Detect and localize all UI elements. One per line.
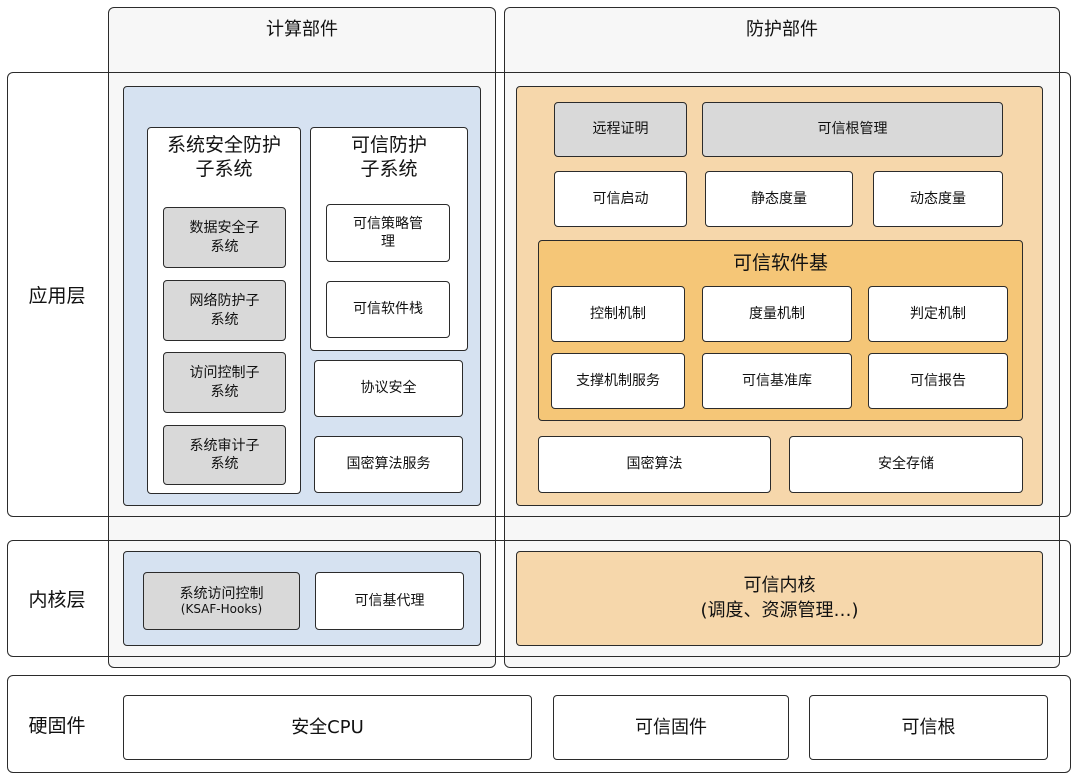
remote-attestation: 远程证明 (554, 102, 687, 157)
support-mechanism-service: 支撑机制服务 (551, 353, 685, 409)
compute-column-title: 计算部件 (266, 19, 338, 40)
root-of-trust: 可信根 (809, 695, 1048, 760)
kernel-layer-row (7, 540, 1071, 657)
static-measurement: 静态度量 (705, 171, 853, 227)
secure-storage: 安全存储 (789, 436, 1023, 493)
system-audit-subsystem: 系统审计子 系统 (163, 425, 286, 485)
data-security-subsystem: 数据安全子 系统 (163, 207, 286, 268)
trusted-software-base-title: 可信软件基 (732, 252, 828, 274)
root-of-trust-management: 可信根管理 (702, 102, 1003, 157)
protect-column-title: 防护部件 (746, 19, 818, 40)
system-access-control-label: 系统访问控制 (179, 585, 264, 602)
trusted-firmware: 可信固件 (553, 695, 789, 760)
control-mechanism: 控制机制 (551, 286, 685, 342)
trusted-base-agent: 可信基代理 (315, 572, 464, 630)
decision-mechanism: 判定机制 (868, 286, 1008, 342)
trusted-report: 可信报告 (868, 353, 1008, 409)
access-control-subsystem: 访问控制子 系统 (163, 352, 286, 413)
kernel-layer-label: 内核层 (28, 589, 86, 611)
trusted-policy-management: 可信策略管 理 (326, 204, 450, 262)
trusted-software-stack: 可信软件栈 (326, 281, 450, 338)
network-protection-subsystem: 网络防护子 系统 (163, 280, 286, 341)
firmware-layer-label: 硬固件 (28, 714, 86, 737)
system-access-control: 系统访问控制 (KSAF-Hooks) (143, 572, 300, 630)
application-layer-label: 应用层 (28, 285, 86, 307)
firmware-layer-row (7, 675, 1071, 773)
trusted-protection-subsystem-title: 可信防护 子系统 (350, 134, 427, 180)
system-security-subsystem-title: 系统安全防护 子系统 (166, 134, 281, 180)
measurement-mechanism: 度量机制 (702, 286, 852, 342)
dynamic-measurement: 动态度量 (873, 171, 1003, 227)
crypto-algorithm-service: 国密算法服务 (314, 436, 463, 493)
protocol-security: 协议安全 (314, 360, 463, 417)
secure-cpu: 安全CPU (123, 695, 532, 760)
ksaf-hooks-note: (KSAF-Hooks) (180, 602, 263, 617)
trusted-baseline-library: 可信基准库 (702, 353, 852, 409)
application-layer-row (7, 72, 1071, 517)
trusted-boot: 可信启动 (554, 171, 687, 227)
crypto-algorithm: 国密算法 (538, 436, 771, 493)
trusted-kernel: 可信内核 (调度、资源管理…) (516, 551, 1043, 646)
